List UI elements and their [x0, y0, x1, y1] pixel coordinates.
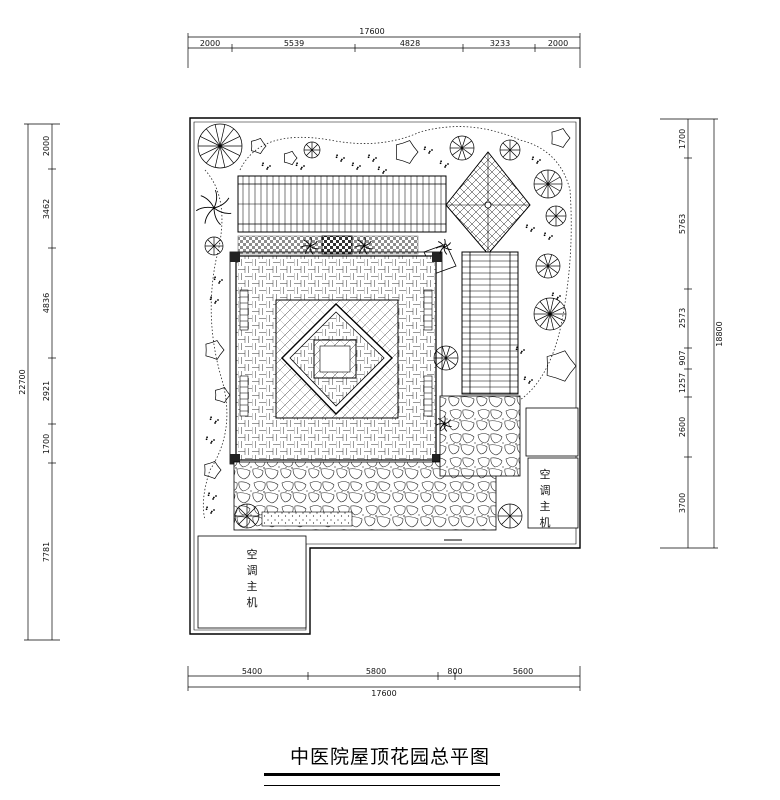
tree-symbol	[535, 253, 561, 279]
shrub-symbol	[205, 340, 225, 360]
top-dimension-lines	[187, 33, 581, 68]
title-underline-thin	[264, 785, 500, 786]
right-dim-3: 2573	[678, 308, 687, 328]
bench-right-2	[423, 375, 433, 417]
planting-bed-edge	[239, 126, 572, 401]
tree-symbol	[197, 123, 243, 169]
ac-right-char-4: 机	[540, 515, 551, 529]
top-dim-1: 2000	[200, 39, 220, 48]
bottom-dim-2: 5800	[366, 667, 386, 676]
ac-unit-left	[197, 535, 307, 629]
tree-symbol	[545, 205, 567, 227]
right-dim-2: 5763	[678, 214, 687, 234]
palm-symbol	[354, 236, 373, 255]
ac-right-char-2: 调	[540, 484, 551, 497]
ac-left-char-1: 空	[247, 547, 258, 561]
palm-symbol	[195, 189, 232, 226]
right-dim-4: 907	[678, 350, 687, 365]
bottom-dim-3: 800	[447, 667, 462, 676]
left-dim-1: 2000	[42, 136, 51, 156]
top-dim-5: 2000	[548, 39, 568, 48]
palm-symbols	[195, 189, 452, 432]
top-total-dim: 17600	[359, 27, 384, 36]
right-dimension-lines	[660, 118, 718, 549]
tree-symbol	[533, 297, 567, 331]
ac-unit-right-upper	[525, 407, 579, 457]
top-dim-4: 3233	[490, 39, 510, 48]
bottom-dim-4: 5600	[513, 667, 533, 676]
left-dim-3: 4836	[42, 293, 51, 313]
shrub-symbol	[546, 350, 577, 382]
left-total-dim: 22700	[18, 369, 27, 394]
shrub-symbol	[215, 386, 231, 404]
bench-left-1	[239, 289, 249, 331]
bottom-dim-1: 5400	[242, 667, 262, 676]
tree-symbol	[533, 169, 563, 199]
palm-symbol	[300, 236, 319, 255]
ac-right-char-1: 空	[540, 467, 551, 481]
shrub-symbol	[204, 460, 222, 480]
tree-symbol	[234, 503, 260, 529]
plant-symbols	[197, 123, 577, 529]
bottom-total-dim: 17600	[371, 689, 396, 698]
ac-left-char-3: 主	[247, 580, 258, 593]
left-dim-5: 1700	[42, 434, 51, 454]
top-dim-3: 4828	[400, 39, 420, 48]
ac-left-char-4: 机	[247, 595, 258, 609]
left-bed-edge	[202, 169, 228, 521]
left-dim-4: 2921	[42, 381, 51, 401]
bench-left-2	[239, 375, 249, 417]
bench-right-1	[423, 289, 433, 331]
ac-unit-right	[527, 457, 579, 529]
shrub-symbol	[251, 137, 267, 155]
tree-symbol	[204, 236, 224, 256]
bottom-dimension-lines	[187, 666, 581, 691]
right-total-dim: 18800	[715, 321, 724, 346]
tree-symbol	[497, 503, 523, 529]
drawing-title: 中医院屋顶花园总平图	[289, 746, 490, 768]
title-underline-thick	[264, 773, 500, 776]
tree-symbol	[499, 139, 521, 161]
left-dim-6: 7781	[42, 542, 51, 562]
top-dim-2: 5539	[284, 39, 304, 48]
feature-planter	[321, 235, 353, 255]
tree-symbol	[433, 345, 459, 371]
ac-right-char-3: 主	[540, 500, 551, 513]
right-dim-1: 1700	[678, 129, 687, 149]
tree-symbol	[303, 141, 321, 159]
left-dimension-lines	[24, 123, 60, 641]
ac-left-char-2: 调	[247, 564, 258, 577]
shrub-symbol	[551, 128, 571, 148]
shrub-symbol	[283, 150, 298, 166]
right-dim-5: 1257	[678, 373, 687, 393]
right-dim-7: 3700	[678, 493, 687, 513]
stone-paving-east	[439, 395, 521, 477]
shrub-dots	[205, 146, 561, 514]
tree-symbol	[449, 135, 475, 161]
shrub-symbol	[395, 140, 419, 164]
palm-symbol	[435, 238, 452, 255]
right-dim-6: 2600	[678, 417, 687, 437]
palm-symbol	[435, 415, 452, 432]
south-hedge	[261, 511, 353, 527]
left-dim-2: 3462	[42, 199, 51, 219]
